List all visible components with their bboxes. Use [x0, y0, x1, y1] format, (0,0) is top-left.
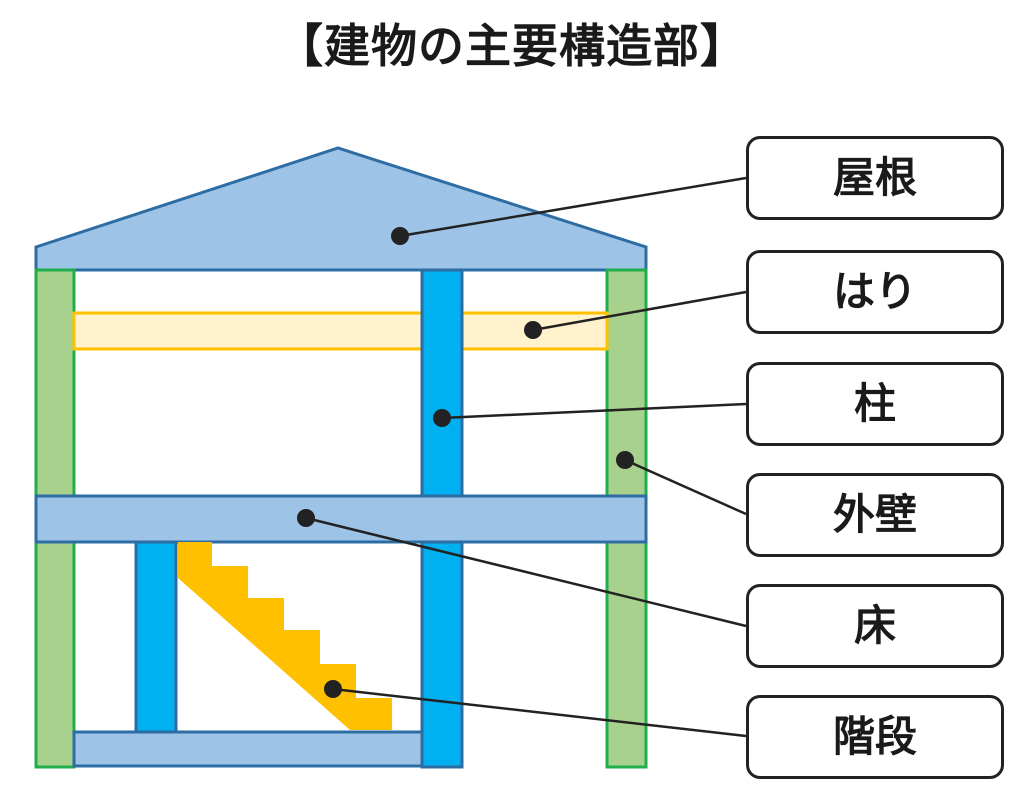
leader-dot-beam — [524, 321, 542, 339]
leader-line-stairs — [332, 687, 747, 738]
label-column: 柱 — [746, 362, 1004, 446]
roof-shape — [34, 146, 648, 272]
leader-dot-exterior-wall — [616, 451, 634, 469]
leader-line-beam — [532, 290, 747, 332]
label-beam: はり — [746, 250, 1004, 334]
diagram-title: 【建物の主要構造部】 — [277, 19, 747, 73]
floor-shape — [34, 494, 648, 544]
label-stairs: 階段 — [746, 695, 1004, 779]
column-stair — [134, 540, 178, 734]
leader-dot-stairs — [324, 680, 342, 698]
leader-line-column — [441, 402, 747, 420]
label-floor: 床 — [746, 584, 1004, 668]
stairs-shape — [178, 542, 392, 730]
leader-line-roof — [399, 176, 747, 238]
label-exterior-wall: 外壁 — [746, 473, 1004, 557]
beam-shape — [72, 311, 609, 351]
leader-dot-floor — [297, 509, 315, 527]
leader-line-exterior-wall — [624, 458, 747, 516]
leader-line-floor — [305, 516, 747, 628]
leader-dot-column — [433, 409, 451, 427]
label-roof: 屋根 — [746, 136, 1004, 220]
leader-dots — [297, 227, 634, 698]
leader-dot-roof — [391, 227, 409, 245]
ground-floor-shape — [72, 730, 424, 768]
leader-lines — [305, 176, 747, 738]
